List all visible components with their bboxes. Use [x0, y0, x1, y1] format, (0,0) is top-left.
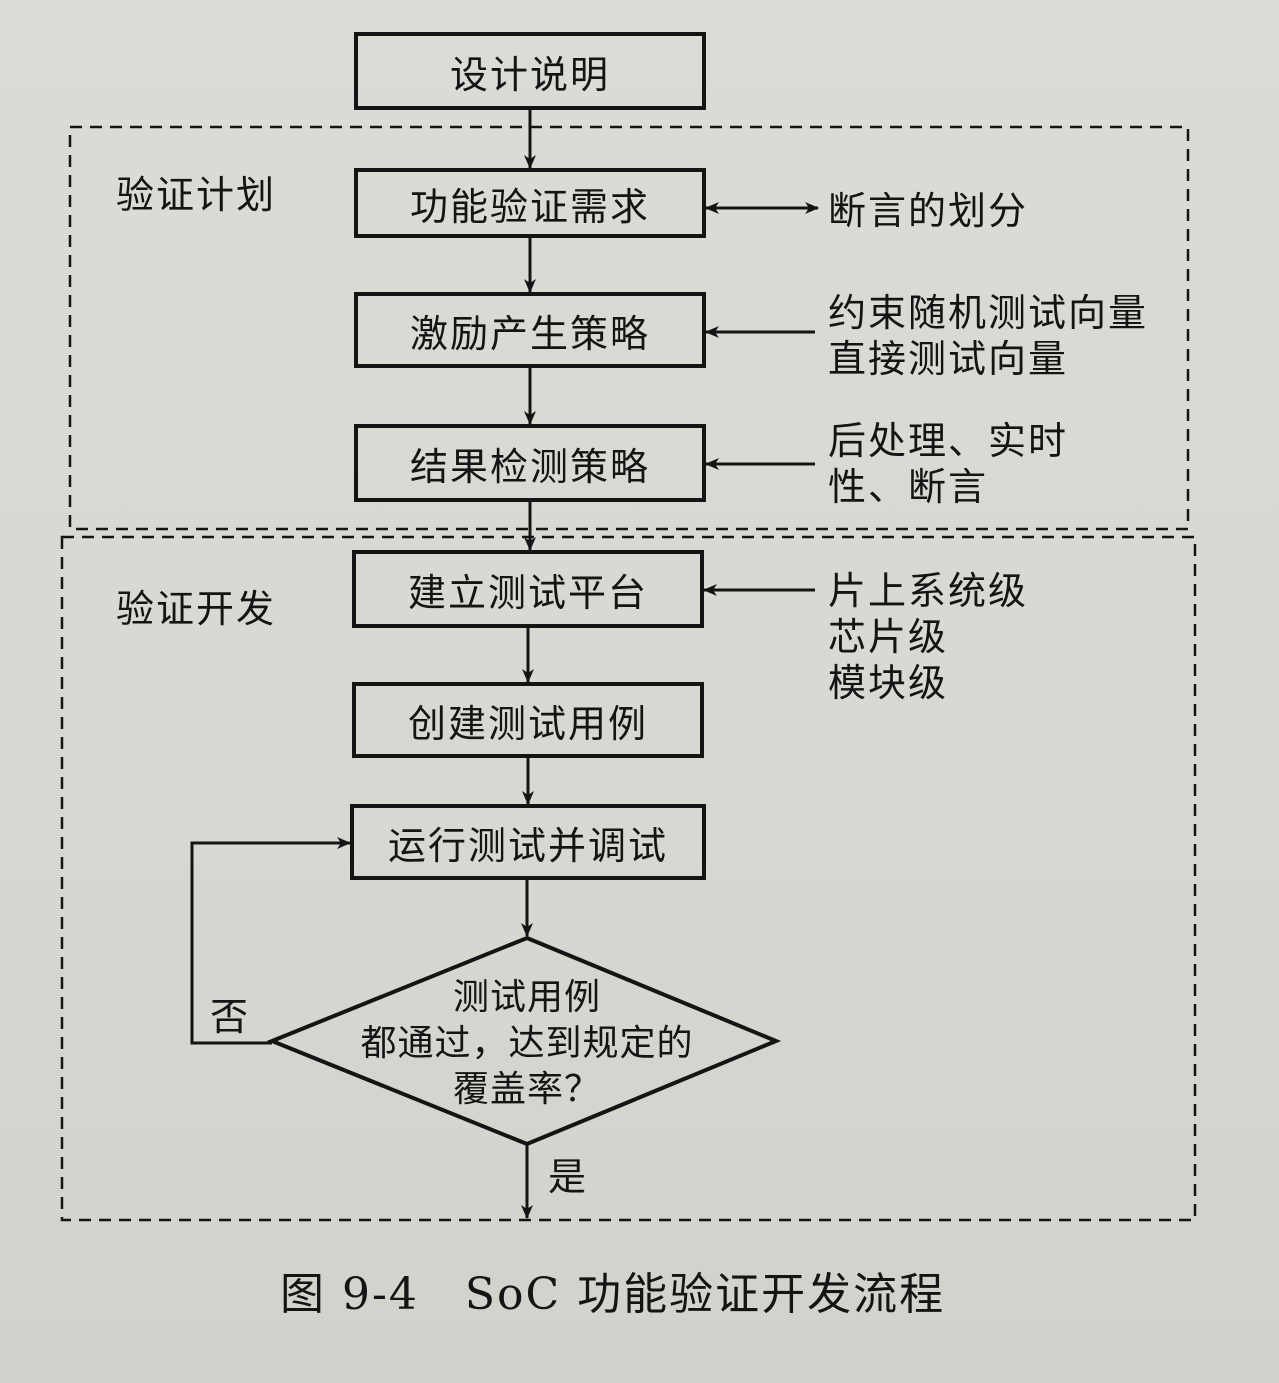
decision-text: 测试用例 都通过，达到规定的 覆盖率？: [322, 975, 732, 1113]
decision-yes-label: 是: [548, 1155, 589, 1199]
box-design-spec-label: 设计说明: [449, 52, 610, 97]
decision-no-label: 否: [210, 995, 251, 1039]
note-checking-line-2: 性、断言: [828, 465, 989, 509]
dev-group-title: 验证开发: [116, 587, 277, 631]
box-testbench-label: 建立测试平台: [407, 570, 648, 615]
box-func-req-label: 功能验证需求: [409, 184, 650, 229]
box-checking-label: 结果检测策略: [409, 444, 650, 489]
dev-group-border: [60, 535, 1197, 1222]
note-checking-line-1: 后处理、实时: [828, 419, 1069, 463]
box-run-debug-label: 运行测试并调试: [387, 823, 668, 868]
decision-line-2: 都通过，达到规定的: [360, 1023, 694, 1064]
arrow-no-loop: [190, 837, 351, 1045]
note-assertion: 断言的划分: [828, 189, 1029, 233]
figure-caption: 图 9-4 SoC 功能验证开发流程: [280, 1269, 946, 1320]
plan-group-title: 验证计划: [116, 173, 277, 217]
note-checking: 后处理、实时 性、断言: [828, 418, 1068, 510]
note-stimulus-line-1: 约束随机测试向量: [828, 291, 1149, 335]
note-stimulus-line-2: 直接测试向量: [828, 337, 1069, 381]
decision-line-1: 测试用例: [452, 977, 601, 1018]
note-testbench-line-1: 片上系统级: [828, 569, 1029, 613]
note-testbench: 片上系统级 芯片级 模块级: [828, 568, 1028, 706]
box-stimulus-label: 激励产生策略: [409, 311, 650, 356]
box-testcase-label: 创建测试用例: [407, 701, 648, 746]
decision-line-3: 覆盖率？: [452, 1069, 601, 1110]
note-stimulus: 约束随机测试向量 直接测试向量: [828, 290, 1148, 382]
note-testbench-line-2: 芯片级: [828, 615, 949, 659]
note-testbench-line-3: 模块级: [828, 661, 949, 705]
